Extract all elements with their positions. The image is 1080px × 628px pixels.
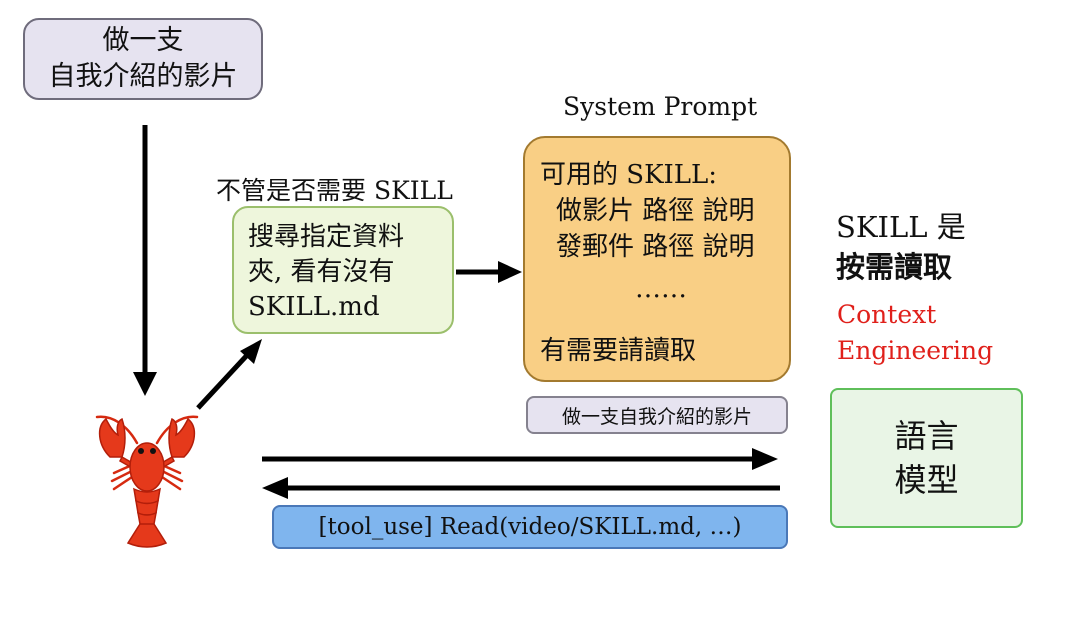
- arrow-user-to-agent: [133, 125, 157, 396]
- user-request-box: 做一支 自我介紹的影片: [23, 18, 263, 100]
- system-prompt-line3: 發郵件 路徑 說明: [556, 232, 755, 262]
- language-model-box: 語言 模型: [830, 388, 1023, 528]
- system-prompt-title: System Prompt: [563, 92, 758, 121]
- user-request-line1: 做一支: [102, 25, 184, 56]
- system-prompt-ellipsis: ……: [635, 274, 687, 304]
- language-model-line2: 模型: [894, 461, 959, 499]
- tool-use-box: [tool_use] Read(video/SKILL.md, …): [272, 505, 788, 549]
- language-model-line1: 語言: [894, 417, 959, 455]
- search-box-line3: SKILL.md: [248, 292, 380, 322]
- search-folder-box: 搜尋指定資料 夾, 看有沒有 SKILL.md: [232, 206, 454, 334]
- skill-note-line2: 按需讀取: [836, 250, 953, 284]
- request-box: 做一支自我介紹的影片: [526, 396, 788, 434]
- system-prompt-footer: 有需要請讀取: [540, 336, 697, 366]
- arrow-agent-to-search: [196, 339, 262, 410]
- tool-use-label: [tool_use] Read(video/SKILL.md, …): [318, 514, 742, 540]
- arrow-request-to-model: [262, 448, 778, 470]
- system-prompt-line1: 可用的 SKILL:: [540, 160, 718, 190]
- arrow-model-to-agent: [262, 477, 780, 499]
- user-request-line2: 自我介紹的影片: [48, 61, 238, 92]
- search-box-line2: 夾, 看有沒有: [248, 257, 395, 287]
- search-box-line1: 搜尋指定資料: [248, 222, 405, 252]
- search-caption: 不管是否需要 SKILL: [216, 176, 453, 205]
- system-prompt-line2: 做影片 路徑 說明: [556, 196, 755, 226]
- lobster-icon: [95, 415, 199, 548]
- skill-note-line1: SKILL 是: [836, 210, 966, 244]
- arrow-search-to-system: [456, 261, 522, 283]
- context-engineering-line2: Engineering: [837, 336, 994, 365]
- system-prompt-box: 可用的 SKILL: 做影片 路徑 說明 發郵件 路徑 說明 …… 有需要請讀取: [523, 136, 791, 382]
- context-engineering-line1: Context: [837, 300, 937, 329]
- request-box-label: 做一支自我介紹的影片: [561, 405, 752, 428]
